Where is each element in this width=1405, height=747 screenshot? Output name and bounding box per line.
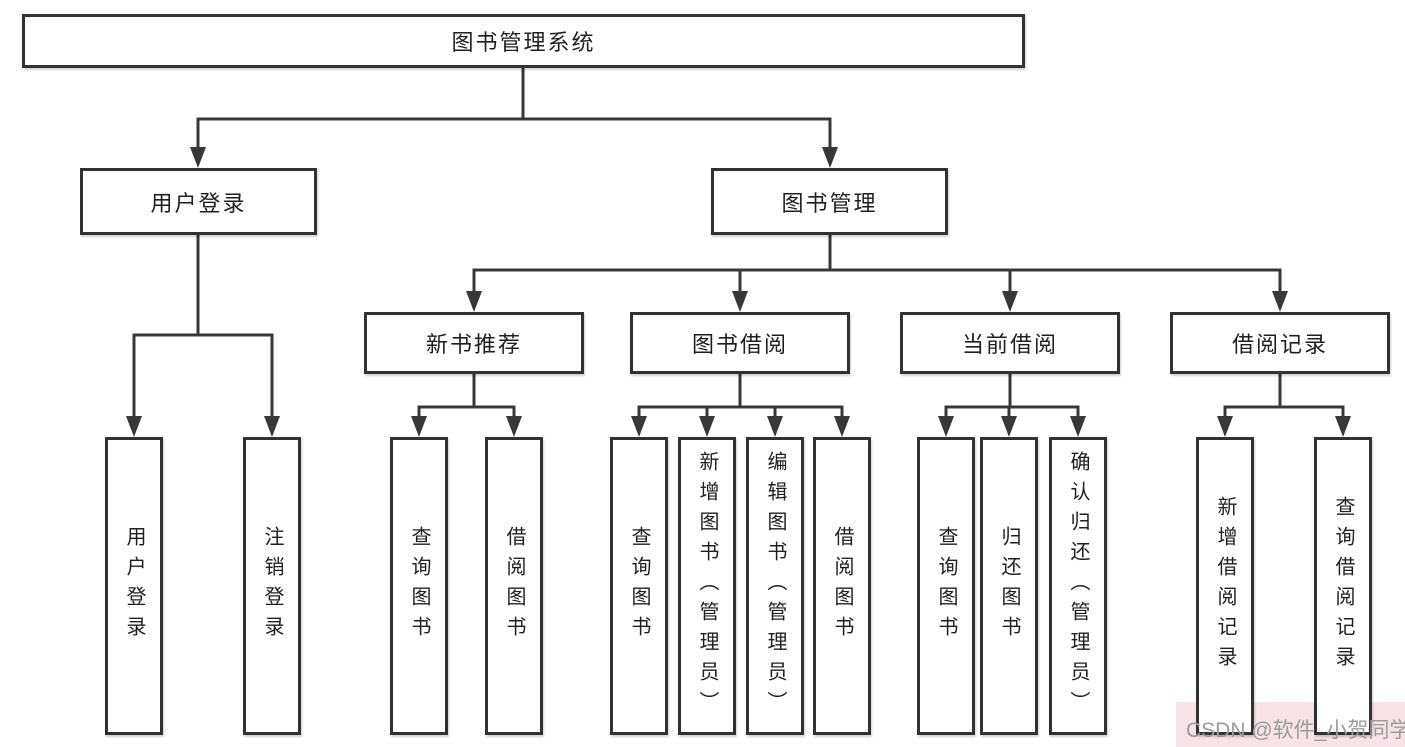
leaf-query-borrow-record: 查询借阅记录 [1314,437,1372,735]
arrowhead [126,416,142,437]
node-label: 查询借阅记录 [1332,496,1354,676]
connector-root-to-level2 [190,68,838,168]
node-library-management-system: 图书管理系统 [22,14,1025,68]
node-borrow-records: 借阅记录 [1170,312,1390,374]
node-label: 确认归还（管理员） [1067,451,1089,721]
arrowhead [1001,416,1017,437]
node-label: 新书推荐 [425,332,522,357]
node-label: 注销登录 [261,526,283,646]
node-label: 图书管理系统 [451,30,596,55]
arrowhead [834,416,850,437]
arrowhead [1335,416,1351,437]
arrowhead [466,291,482,312]
leaf-borrow-books-borrowing: 借阅图书 [813,437,871,735]
node-label: 归还图书 [998,526,1020,646]
arrowhead [822,147,838,168]
node-book-borrowing: 图书借阅 [630,312,850,374]
node-label: 借阅图书 [831,526,853,646]
arrowhead [1217,416,1233,437]
leaf-add-borrow-record: 新增借阅记录 [1196,437,1254,735]
arrowhead [631,416,647,437]
node-label: 新增图书（管理员） [696,451,718,721]
leaf-query-books-borrowing: 查询图书 [610,437,668,735]
connector-book-management-to-level3 [466,235,1288,312]
node-book-management: 图书管理 [711,168,948,235]
node-label: 编辑图书（管理员） [764,451,786,721]
arrowhead [1002,291,1018,312]
node-label: 当前借阅 [961,332,1058,357]
arrowhead [938,416,954,437]
node-label: 新增借阅记录 [1214,496,1236,676]
node-label: 借阅记录 [1231,332,1328,357]
leaf-borrow-books-recommend: 借阅图书 [485,437,543,735]
node-current-borrowing: 当前借阅 [900,312,1120,374]
leaf-logout: 注销登录 [243,437,301,735]
arrowhead [1272,291,1288,312]
node-label: 借阅图书 [503,526,525,646]
arrowhead [411,416,427,437]
leaf-query-books-current: 查询图书 [917,437,975,735]
connector-user-login-to-leaves [126,235,280,437]
arrowhead [506,416,522,437]
connector-borrow-records-to-leaves [1217,373,1351,437]
connector-new-book-recommend-to-leaves [411,373,522,437]
arrowhead [190,147,206,168]
node-label: 查询图书 [628,526,650,646]
node-label: 查询图书 [408,526,430,646]
node-label: 图书借阅 [691,332,788,357]
leaf-confirm-return-admin: 确认归还（管理员） [1049,437,1107,735]
node-label: 用户登录 [123,526,145,646]
leaf-add-book-admin: 新增图书（管理员） [678,437,736,735]
node-label: 用户登录 [150,190,247,216]
arrowhead [732,291,748,312]
csdn-watermark: CSDN @软件_小贺同学 [1186,719,1405,742]
node-label: 图书管理 [781,190,878,216]
arrowhead [699,416,715,437]
connector-book-borrowing-to-leaves [631,373,850,437]
node-user-login: 用户登录 [80,168,317,235]
arrowhead [767,416,783,437]
node-new-book-recommend: 新书推荐 [364,312,584,374]
node-label: 查询图书 [935,526,957,646]
leaf-return-book: 归还图书 [980,437,1038,735]
connector-current-borrowing-to-leaves [938,373,1086,437]
leaf-user-login: 用户登录 [105,437,163,735]
leaf-edit-book-admin: 编辑图书（管理员） [746,437,804,735]
arrowhead [264,416,280,437]
leaf-query-books-recommend: 查询图书 [390,437,448,735]
arrowhead [1070,416,1086,437]
